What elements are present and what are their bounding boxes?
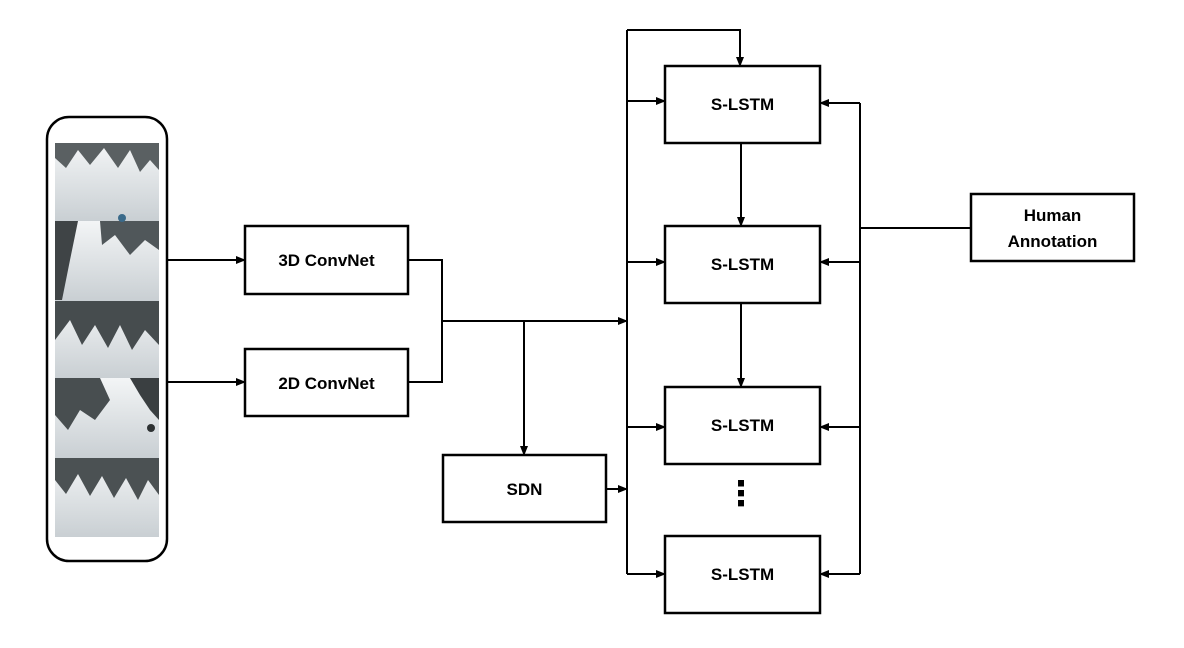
lstm-label-3: S-LSTM: [711, 416, 774, 435]
sdn-label: SDN: [507, 480, 543, 499]
conv2d-label: 2D ConvNet: [278, 374, 375, 393]
video-frame-5: [55, 458, 159, 537]
video-frame-4: [55, 378, 159, 458]
lstm-node-2: S-LSTM: [663, 224, 822, 305]
lstm-node-1: S-LSTM: [663, 64, 822, 145]
conv3d-label: 3D ConvNet: [278, 251, 375, 270]
video-frame-1: [55, 143, 159, 221]
convnet-merge-line: [408, 259, 443, 383]
video-frame-2: [55, 214, 159, 301]
video-frame-3: [55, 301, 159, 378]
human-label-line1: Human: [1024, 206, 1082, 225]
human-label-line2: Annotation: [1008, 232, 1098, 251]
arrow-bus-to-lstm1-top: [627, 29, 744, 67]
lstm-label-4: S-LSTM: [711, 565, 774, 584]
lstm-label-1: S-LSTM: [711, 95, 774, 114]
ellipsis-more-lstm: ⋮: [724, 474, 758, 514]
conv2d-node: 2D ConvNet: [243, 347, 410, 418]
conv3d-node: 3D ConvNet: [243, 224, 410, 296]
connections: [167, 29, 971, 578]
lstm-label-2: S-LSTM: [711, 255, 774, 274]
lstm-node-3: S-LSTM: [663, 385, 822, 466]
sdn-node: SDN: [441, 453, 608, 524]
human-annotation-node: Human Annotation: [969, 192, 1136, 263]
video-frames-panel: [45, 115, 169, 563]
lstm-node-4: S-LSTM: [663, 534, 822, 615]
